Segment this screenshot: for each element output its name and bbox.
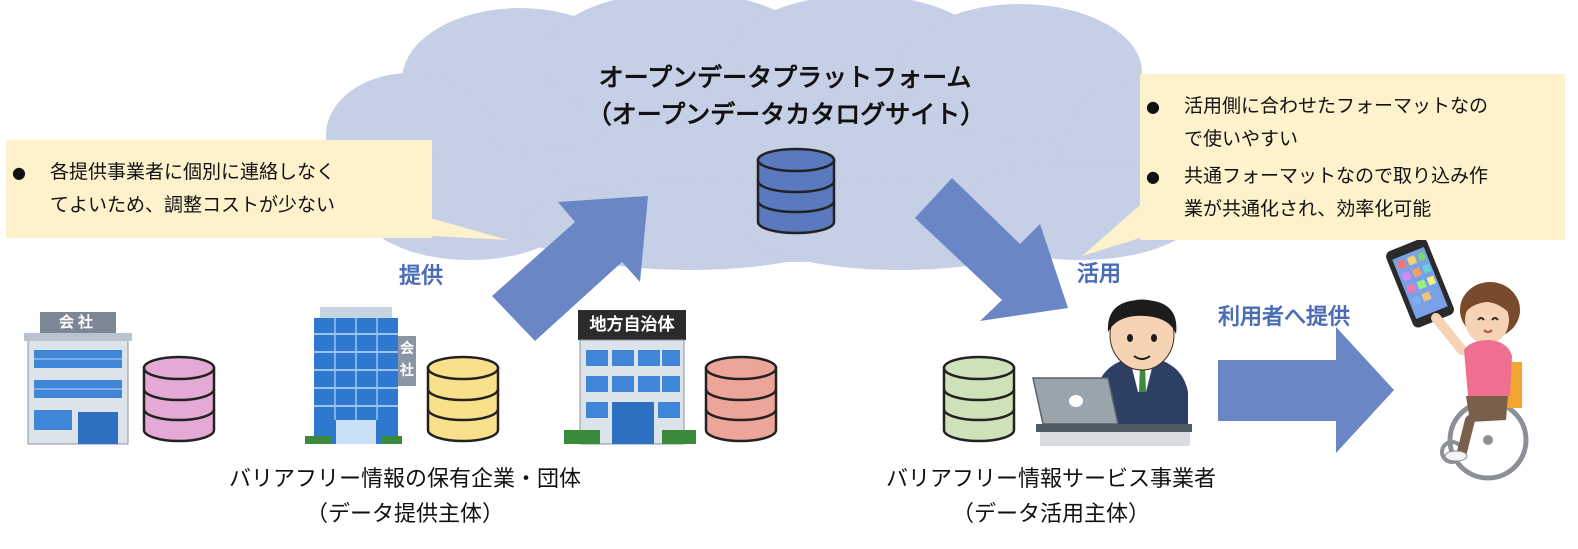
company-sign: 会社 — [58, 313, 97, 331]
right-note-item-2-line1: 共通フォーマットなので取り込み作 — [1184, 165, 1489, 187]
company-database-icon — [142, 355, 216, 443]
right-note: ● 活用側に合わせたフォーマットなの で使いやすい ● 共通フォーマットなので取… — [1140, 74, 1565, 240]
wheelchair-user-smartphone-icon — [1386, 238, 1529, 481]
right-note-item-2-line2: 業が共通化され、効率化可能 — [1184, 198, 1432, 220]
bullet-icon: ● — [1146, 97, 1160, 116]
right-note-item: ● 共通フォーマットなので取り込み作 業が共通化され、効率化可能 — [1140, 160, 1565, 226]
utilize-arrow-icon — [915, 178, 1068, 321]
provide-arrow-icon — [492, 196, 648, 341]
platform-title-line1: オープンデータプラットフォーム — [598, 63, 972, 92]
service-database-icon — [942, 355, 1016, 443]
right-note-item-1-line2: で使いやすい — [1184, 128, 1299, 150]
platform-database-icon — [756, 147, 836, 235]
business-person-laptop-icon — [1032, 299, 1192, 446]
to-users-label: 利用者へ提供 — [1218, 305, 1351, 330]
local-gov-sign: 地方自治体 — [589, 315, 675, 335]
right-note-tail — [1082, 205, 1140, 256]
providers-caption-line1: バリアフリー情報の保有企業・団体 — [228, 467, 581, 492]
platform-title-line2: （オープンデータカタログサイト） — [586, 100, 986, 129]
providers-caption-line2: （データ提供主体） — [305, 502, 504, 527]
office-tower-icon — [305, 307, 416, 444]
tower-sign-char-2: 社 — [400, 363, 414, 379]
service-caption-line2: （データ活用主体） — [951, 502, 1150, 527]
service-caption-line1: バリアフリー情報サービス事業者 — [885, 467, 1216, 492]
right-note-item-1-line1: 活用側に合わせたフォーマットなの — [1184, 95, 1489, 117]
company-building-icon — [24, 312, 132, 445]
utilize-label: 活用 — [1077, 262, 1122, 287]
local-government-building-icon — [564, 310, 696, 445]
government-database-icon — [704, 355, 778, 443]
to-users-arrow-icon — [1218, 327, 1394, 453]
bullet-icon: ● — [12, 163, 26, 182]
provide-label: 提供 — [399, 264, 444, 289]
left-note-item-line1: 各提供事業者に個別に連絡しなく — [50, 161, 336, 183]
tower-sign-char-1: 会 — [400, 341, 414, 357]
left-note-item-line2: てよいため、調整コストが少ない — [50, 194, 336, 216]
left-note: ● 各提供事業者に個別に連絡しなく てよいため、調整コストが少ない — [6, 140, 432, 238]
right-note-item: ● 活用側に合わせたフォーマットなの で使いやすい — [1140, 90, 1565, 156]
bullet-icon: ● — [1146, 167, 1160, 186]
left-note-item: ● 各提供事業者に個別に連絡しなく てよいため、調整コストが少ない — [6, 156, 432, 222]
left-note-tail — [420, 215, 508, 240]
tower-database-icon — [426, 355, 500, 443]
